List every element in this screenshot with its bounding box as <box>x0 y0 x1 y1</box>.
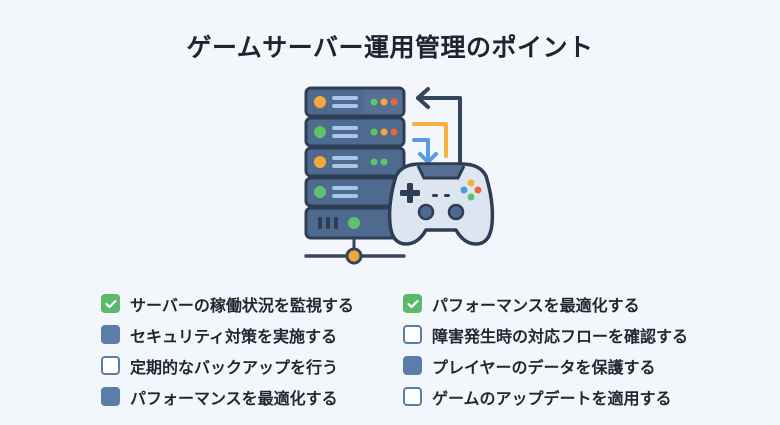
checklist-label: プレイヤーのデータを保護する <box>432 357 656 377</box>
checklist-item[interactable]: プレイヤーのデータを保護する <box>403 350 688 381</box>
game-controller-icon <box>387 162 495 246</box>
checkbox-filled[interactable] <box>101 325 120 344</box>
server-rack-icon <box>304 86 406 240</box>
checklist-left: サーバーの稼働状況を監視する セキュリティ対策を実施する 定期的なバックアップを… <box>101 288 354 412</box>
network-node-icon <box>304 238 406 265</box>
page-title: ゲームサーバー運用管理のポイント <box>186 33 594 62</box>
checkbox-filled[interactable] <box>101 387 120 406</box>
checklist-label: セキュリティ対策を実施する <box>130 326 338 346</box>
checkbox-empty[interactable] <box>403 325 422 344</box>
checkbox-empty[interactable] <box>403 387 422 406</box>
checklist-item[interactable]: パフォーマンスを最適化する <box>101 381 354 412</box>
checkbox-filled[interactable] <box>403 356 422 375</box>
checklist-label: サーバーの稼働状況を監視する <box>130 295 354 315</box>
checklist-item[interactable]: サーバーの稼働状況を監視する <box>101 288 354 319</box>
checklist-label: 障害発生時の対応フローを確認する <box>432 326 689 346</box>
checkbox-checked[interactable] <box>101 294 120 313</box>
checklist-item[interactable]: 障害発生時の対応フローを確認する <box>403 319 688 350</box>
checklist-label: パフォーマンスを最適化する <box>432 295 640 315</box>
checkbox-empty[interactable] <box>101 356 120 375</box>
checklist-item[interactable]: 定期的なバックアップを行う <box>101 350 354 381</box>
checklist-label: 定期的なバックアップを行う <box>130 357 339 377</box>
checklist-label: パフォーマンスを最適化する <box>130 388 338 408</box>
server-controller-illustration <box>304 86 495 265</box>
checklist-item[interactable]: セキュリティ対策を実施する <box>101 319 354 350</box>
checklist-label: ゲームのアップデートを適用する <box>432 388 672 408</box>
sync-arrows-icon <box>412 87 462 170</box>
checklist-right: パフォーマンスを最適化する 障害発生時の対応フローを確認する プレイヤーのデータ… <box>403 288 688 412</box>
check-icon <box>406 299 419 308</box>
checklist-item[interactable]: パフォーマンスを最適化する <box>403 288 688 319</box>
check-icon <box>104 299 117 308</box>
checklist-item[interactable]: ゲームのアップデートを適用する <box>403 381 688 412</box>
checkbox-checked[interactable] <box>403 294 422 313</box>
